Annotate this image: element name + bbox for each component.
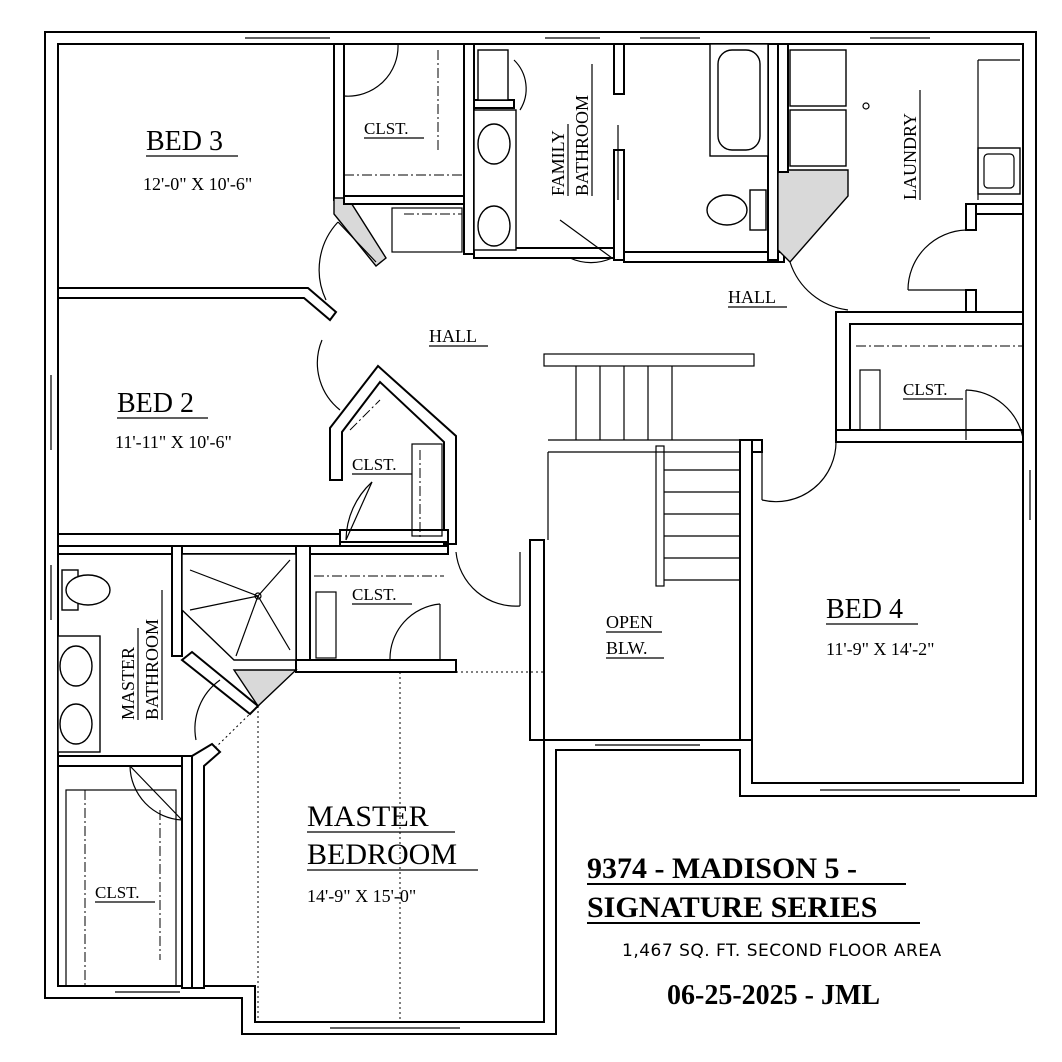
plan-title-line1: 9374 - MADISON 5 - (587, 852, 857, 885)
bathroom-fixtures (57, 43, 1021, 753)
hall-left-label: HALL (429, 326, 477, 346)
master-label-line1: MASTER (307, 800, 429, 833)
laundry-label: LAUNDRY (900, 113, 920, 200)
bed3-size: 12'-0" X 10'-6" (143, 174, 252, 194)
title-block: 9374 - MADISON 5 - SIGNATURE SERIES 1,46… (587, 852, 942, 1011)
bed2-size: 11'-11" X 10'-6" (115, 432, 232, 452)
floor-area-text: 1,467 SQ. FT. SECOND FLOOR AREA (622, 941, 942, 961)
doors (129, 43, 1024, 821)
open-blw-line1: OPEN (606, 612, 653, 632)
windows (50, 37, 1031, 1029)
closet-shelves (65, 50, 1023, 1020)
master-size: 14'-9" X 15'-0" (307, 886, 416, 906)
room-labels: BED 3 12'-0" X 10'-6" BED 2 11'-11" X 10… (95, 64, 963, 906)
bed4-closet-label: CLST. (903, 380, 948, 399)
bed2-label: BED 2 (117, 388, 194, 419)
hall-right-label: HALL (728, 287, 776, 307)
master-label-line2: BEDROOM (307, 838, 457, 871)
master-bath-label-line1: MASTER (118, 647, 138, 720)
open-blw-line2: BLW. (606, 638, 648, 658)
bed3-label: BED 3 (146, 126, 223, 157)
family-bath-label-line2: BATHROOM (572, 95, 592, 196)
master-bath-closet-label: CLST. (95, 883, 140, 902)
bed3-closet-label: CLST. (364, 119, 409, 138)
bed2-closet-label: CLST. (352, 455, 397, 474)
family-bath-label-line1: FAMILY (548, 130, 568, 196)
master-closet-label: CLST. (352, 585, 397, 604)
staircase (543, 353, 755, 587)
date-initials-text: 06-25-2025 - JML (667, 980, 880, 1011)
interior-walls (57, 43, 1024, 989)
plan-title-line2: SIGNATURE SERIES (587, 891, 877, 924)
bed4-label: BED 4 (826, 594, 903, 625)
bed4-size: 11'-9" X 14'-2" (826, 639, 935, 659)
master-bath-label-line2: BATHROOM (142, 619, 162, 720)
